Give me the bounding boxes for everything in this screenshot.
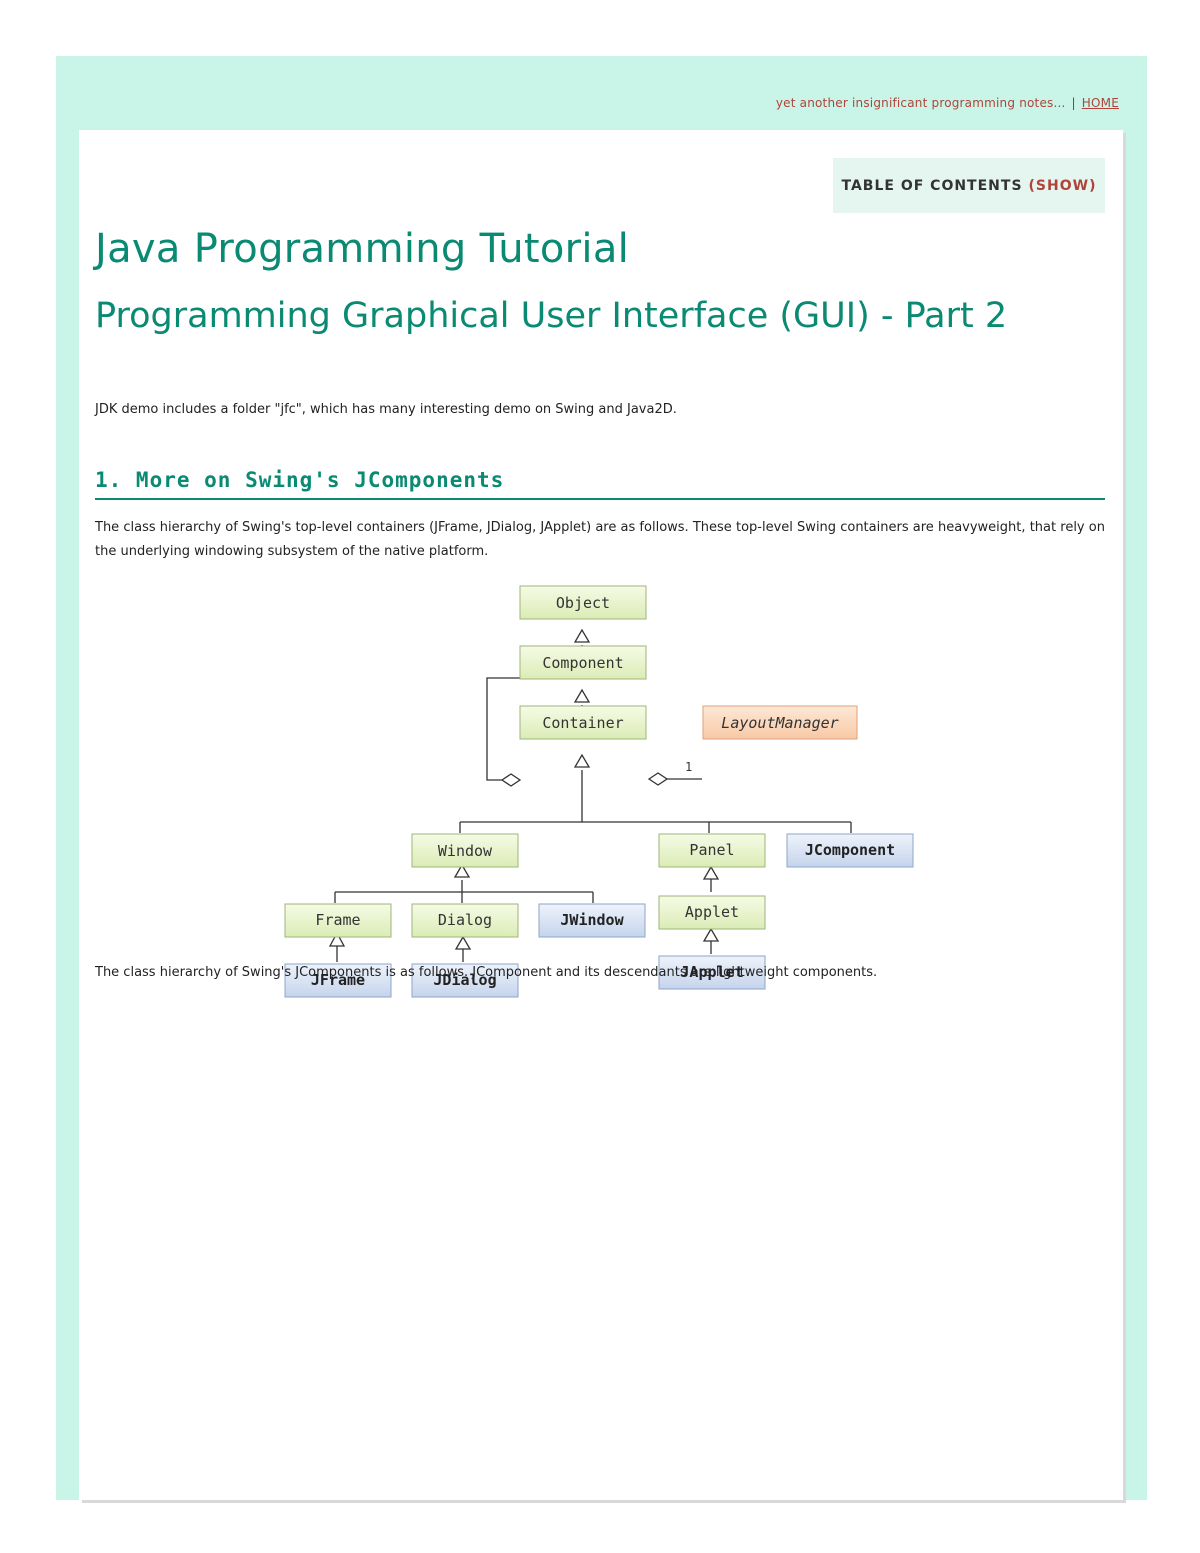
class-component-label: Component bbox=[542, 654, 623, 672]
section-title: 1. More on Swing's JComponents bbox=[95, 468, 505, 492]
class-object-label: Object bbox=[556, 594, 610, 612]
class-jcomponent-label: JComponent bbox=[805, 841, 895, 859]
multiplicity-label: 1 bbox=[685, 760, 692, 774]
class-component: Component bbox=[519, 645, 647, 680]
class-window: Window bbox=[411, 833, 519, 868]
table-of-contents[interactable]: TABLE OF CONTENTS (SHOW) bbox=[833, 158, 1105, 213]
paragraph-jcomponents: The class hierarchy of Swing's JComponen… bbox=[95, 965, 878, 980]
toc-label: TABLE OF CONTENTS bbox=[841, 177, 1023, 194]
class-jcomponent: JComponent bbox=[786, 833, 914, 868]
class-jframe-label: JFrame bbox=[311, 971, 365, 989]
class-layoutmanager-label: LayoutManager bbox=[721, 714, 838, 732]
class-window-label: Window bbox=[438, 842, 493, 860]
class-frame-label: Frame bbox=[315, 911, 360, 929]
class-container-label: Container bbox=[542, 714, 623, 732]
class-dialog: Dialog bbox=[411, 903, 519, 938]
class-jwindow-label: JWindow bbox=[560, 911, 624, 929]
site-tagline: yet another insignificant programming no… bbox=[775, 96, 1066, 110]
paragraph-top-level-containers: The class hierarchy of Swing's top-level… bbox=[95, 520, 1105, 559]
class-object: Object bbox=[519, 585, 647, 620]
class-applet-label: Applet bbox=[685, 903, 739, 921]
class-panel: Panel bbox=[658, 833, 766, 868]
class-jdialog: JDialog bbox=[411, 963, 519, 998]
nav-separator: | bbox=[1071, 96, 1076, 110]
top-nav: yet another insignificant programming no… bbox=[776, 96, 1119, 110]
home-link[interactable]: HOME bbox=[1081, 96, 1119, 110]
class-frame: Frame bbox=[284, 903, 392, 938]
class-dialog-label: Dialog bbox=[438, 911, 492, 929]
class-panel-label: Panel bbox=[689, 841, 734, 859]
page-subtitle: Programming Graphical User Interface (GU… bbox=[95, 296, 1008, 336]
class-jwindow: JWindow bbox=[538, 903, 646, 938]
class-hierarchy-diagram: 1 Object Component Container LayoutManag… bbox=[284, 585, 914, 998]
class-japplet: JApplet bbox=[658, 955, 766, 990]
page-background: yet another insignificant programming no… bbox=[56, 56, 1147, 1500]
class-jframe: JFrame bbox=[284, 963, 392, 998]
content-panel: TABLE OF CONTENTS (SHOW) Java Programmin… bbox=[79, 130, 1123, 1500]
class-japplet-label: JApplet bbox=[680, 963, 743, 981]
toc-show-toggle[interactable]: (SHOW) bbox=[1028, 177, 1097, 194]
section-heading: 1. More on Swing's JComponents bbox=[95, 468, 1105, 500]
intro-text: JDK demo includes a folder "jfc", which … bbox=[95, 402, 677, 417]
class-applet: Applet bbox=[658, 895, 766, 930]
page-title: Java Programming Tutorial bbox=[95, 226, 630, 272]
class-layoutmanager: LayoutManager bbox=[702, 705, 858, 740]
diagram-connectors bbox=[328, 628, 852, 962]
class-container: Container bbox=[519, 705, 647, 740]
class-jdialog-label: JDialog bbox=[433, 971, 496, 989]
